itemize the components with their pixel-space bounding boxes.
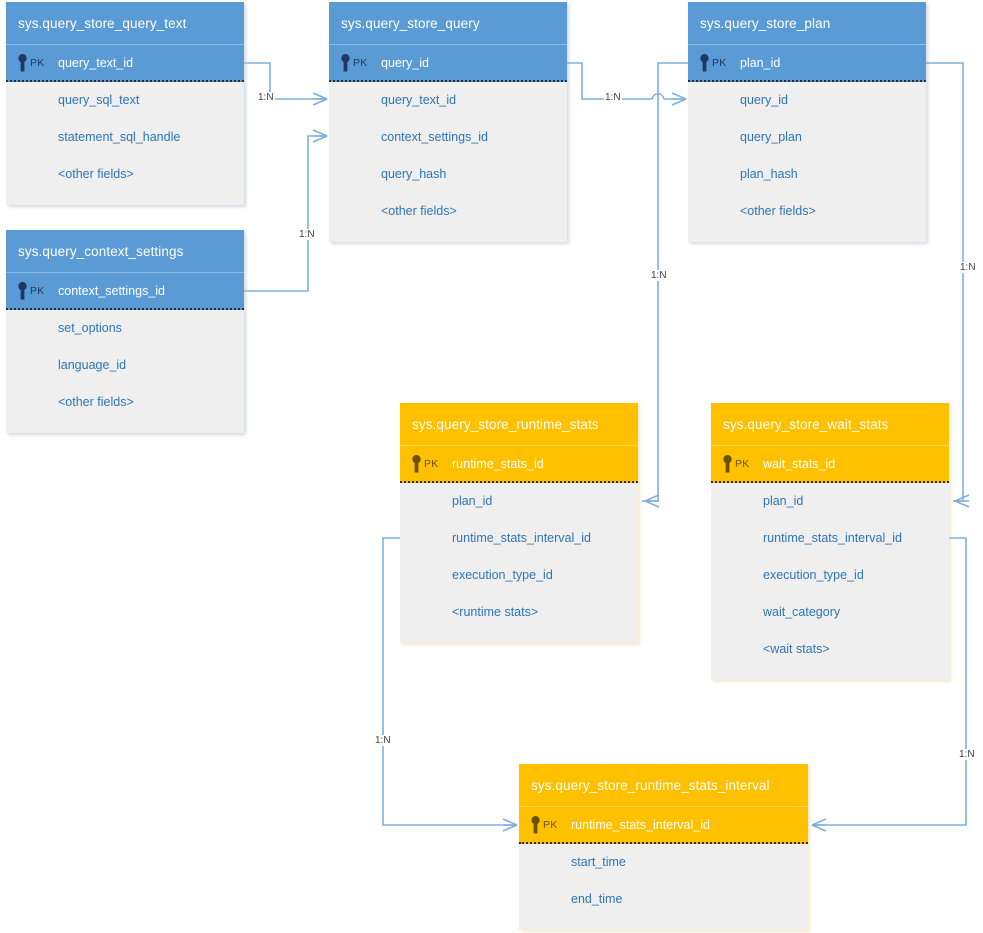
- field-row[interactable]: runtime_stats_interval_id: [452, 531, 591, 545]
- field-list: query_text_id context_settings_id query_…: [329, 82, 567, 242]
- primary-key-row[interactable]: PK wait_stats_id: [711, 446, 949, 483]
- pk-field-name: context_settings_id: [58, 284, 166, 298]
- field-row[interactable]: query_id: [740, 93, 788, 107]
- field-row[interactable]: statement_sql_handle: [58, 130, 181, 144]
- key-icon: [700, 53, 709, 71]
- pk-abbrev: PK: [735, 458, 750, 470]
- field-list: plan_id runtime_stats_interval_id execut…: [400, 483, 638, 643]
- field-row[interactable]: execution_type_id: [763, 568, 864, 582]
- field-list: query_id query_plan plan_hash <other fie…: [688, 82, 926, 242]
- connector-contextsettings-to-query: [244, 129, 328, 292]
- key-icon: [531, 815, 540, 833]
- field-row[interactable]: <other fields>: [58, 395, 134, 409]
- entity-query-store-runtime-stats-interval[interactable]: sys.query_store_runtime_stats_interval P…: [519, 764, 808, 930]
- entity-query-context-settings[interactable]: sys.query_context_settings PK context_se…: [6, 230, 244, 433]
- field-row[interactable]: execution_type_id: [452, 568, 553, 582]
- key-icon: [412, 454, 421, 472]
- key-icon: [341, 53, 350, 71]
- entity-title: sys.query_store_runtime_stats: [400, 403, 638, 446]
- primary-key-row[interactable]: PK query_id: [329, 45, 567, 82]
- primary-key-row[interactable]: PK query_text_id: [6, 45, 244, 82]
- entity-title: sys.query_store_query_text: [6, 2, 244, 45]
- cardinality-label: 1:N: [298, 229, 316, 240]
- field-row[interactable]: language_id: [58, 358, 127, 372]
- primary-key-row[interactable]: PK runtime_stats_id: [400, 446, 638, 483]
- field-row[interactable]: plan_id: [763, 494, 804, 508]
- pk-abbrev: PK: [543, 819, 558, 831]
- key-icon: [18, 53, 27, 71]
- pk-field-name: wait_stats_id: [763, 457, 836, 471]
- cardinality-label: 1:N: [959, 262, 977, 273]
- cardinality-label: 1:N: [958, 749, 976, 760]
- key-icon: [18, 281, 27, 299]
- field-row[interactable]: runtime_stats_interval_id: [763, 531, 902, 545]
- pk-abbrev: PK: [353, 57, 368, 69]
- field-list: set_options language_id <other fields>: [6, 310, 244, 433]
- field-row[interactable]: <runtime stats>: [452, 605, 539, 619]
- field-row[interactable]: query_hash: [381, 167, 447, 181]
- field-row[interactable]: query_sql_text: [58, 93, 140, 107]
- pk-abbrev: PK: [712, 57, 727, 69]
- field-list: plan_id runtime_stats_interval_id execut…: [711, 483, 949, 680]
- entity-query-store-runtime-stats[interactable]: sys.query_store_runtime_stats PK runtime…: [400, 403, 638, 643]
- entity-title: sys.query_store_wait_stats: [711, 403, 949, 446]
- field-row[interactable]: wait_category: [763, 605, 841, 619]
- field-row[interactable]: set_options: [58, 321, 122, 335]
- connector-query-to-plan: [567, 62, 687, 106]
- field-row[interactable]: <other fields>: [58, 167, 134, 181]
- pk-field-name: runtime_stats_interval_id: [571, 818, 710, 832]
- field-row[interactable]: query_text_id: [381, 93, 457, 107]
- pk-abbrev: PK: [424, 458, 439, 470]
- connector-plan-to-runtimestats: [642, 62, 688, 508]
- cardinality-label: 1:N: [257, 92, 275, 103]
- field-row[interactable]: context_settings_id: [381, 130, 489, 144]
- field-list: start_time end_time: [519, 844, 808, 930]
- pk-abbrev: PK: [30, 285, 45, 297]
- field-row[interactable]: plan_hash: [740, 167, 798, 181]
- pk-field-name: query_id: [381, 56, 429, 70]
- primary-key-row[interactable]: PK context_settings_id: [6, 273, 244, 310]
- pk-abbrev: PK: [30, 57, 45, 69]
- field-list: query_sql_text statement_sql_handle <oth…: [6, 82, 244, 205]
- cardinality-label: 1:N: [374, 735, 392, 746]
- cardinality-label: 1:N: [604, 92, 622, 103]
- pk-field-name: runtime_stats_id: [452, 457, 544, 471]
- field-row[interactable]: end_time: [571, 892, 623, 906]
- entity-title: sys.query_store_runtime_stats_interval: [519, 764, 808, 807]
- entity-query-store-plan[interactable]: sys.query_store_plan PK plan_id query_id…: [688, 2, 926, 242]
- field-row[interactable]: <other fields>: [381, 204, 457, 218]
- pk-field-name: plan_id: [740, 56, 781, 70]
- entity-title: sys.query_context_settings: [6, 230, 244, 273]
- field-row[interactable]: plan_id: [452, 494, 493, 508]
- entity-title: sys.query_store_query: [329, 2, 567, 45]
- field-row[interactable]: query_plan: [740, 130, 802, 144]
- field-row[interactable]: start_time: [571, 855, 626, 869]
- field-row[interactable]: <other fields>: [740, 204, 816, 218]
- entity-query-store-query[interactable]: sys.query_store_query PK query_id query_…: [329, 2, 567, 242]
- primary-key-row[interactable]: PK runtime_stats_interval_id: [519, 807, 808, 844]
- entity-query-store-wait-stats[interactable]: sys.query_store_wait_stats PK wait_stats…: [711, 403, 949, 680]
- primary-key-row[interactable]: PK plan_id: [688, 45, 926, 82]
- field-row[interactable]: <wait stats>: [763, 642, 830, 656]
- entity-query-store-query-text[interactable]: sys.query_store_query_text PK query_text…: [6, 2, 244, 205]
- cardinality-label: 1:N: [650, 270, 668, 281]
- pk-field-name: query_text_id: [58, 56, 134, 70]
- entity-title: sys.query_store_plan: [688, 2, 926, 45]
- key-icon: [723, 454, 732, 472]
